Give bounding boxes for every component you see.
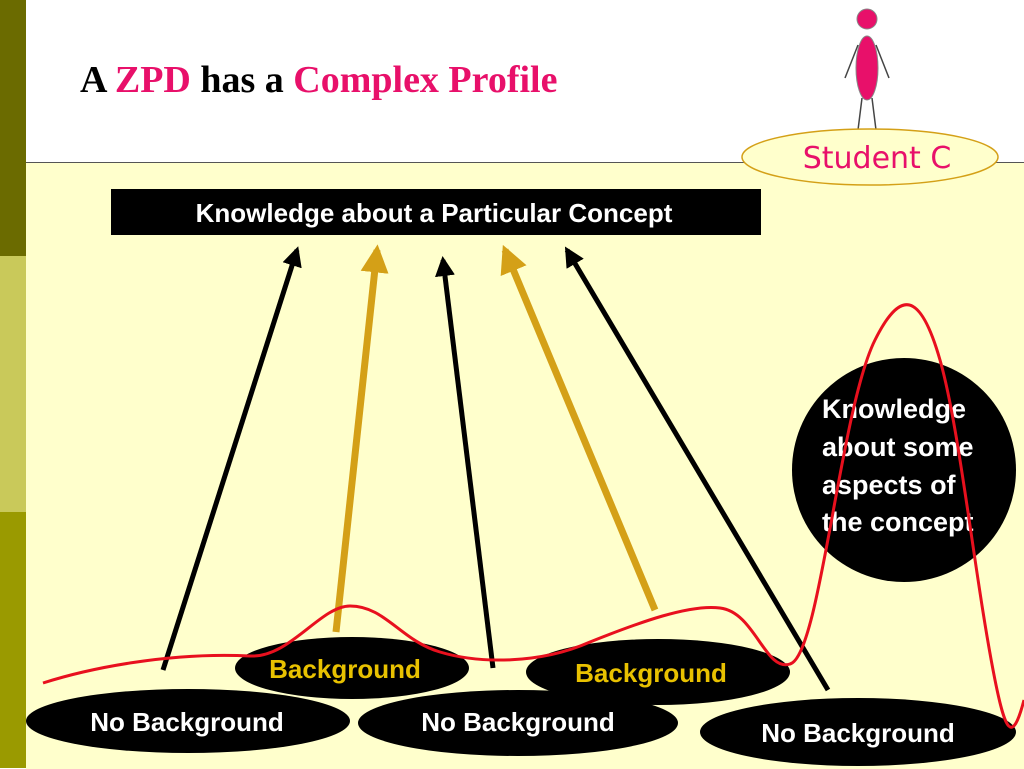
no-background-label-1: No Background <box>90 707 284 737</box>
sidebar-decoration-top <box>0 0 26 256</box>
no-background-label-2: No Background <box>421 707 615 737</box>
arrow-no-background-3 <box>564 246 831 692</box>
concept-box <box>111 189 761 235</box>
background-ellipse-2 <box>526 639 790 705</box>
aspects-line-3: aspects of <box>822 470 957 500</box>
student-figure <box>844 8 890 139</box>
student-label-oval <box>741 128 999 186</box>
title-part-a: A <box>80 59 106 101</box>
title-part-has-a: has a <box>200 59 284 101</box>
aspects-line-4: the concept <box>822 507 974 537</box>
background-label-2: Background <box>575 658 727 688</box>
no-background-ellipse-1 <box>26 689 350 753</box>
sidebar-decoration-bottom <box>0 512 26 768</box>
title-part-zpd: ZPD <box>114 59 191 101</box>
arrow-no-background-1 <box>160 246 302 671</box>
aspects-line-1: Knowledge <box>822 394 966 424</box>
arrow-background-1 <box>332 244 389 633</box>
no-background-ellipse-2 <box>358 690 678 756</box>
arrow-no-background-2 <box>435 256 496 669</box>
sidebar-decoration-middle <box>0 256 26 512</box>
zpd-profile-curve <box>42 303 1024 729</box>
student-arm-left <box>844 44 859 79</box>
title-part-complex-profile: Complex Profile <box>293 59 558 101</box>
slide-title: A ZPD has a Complex Profile <box>80 58 557 102</box>
student-head <box>856 8 878 30</box>
arrow-background-2 <box>500 244 659 612</box>
no-background-ellipse-3 <box>700 698 1016 766</box>
background-label-1: Background <box>269 654 421 684</box>
student-arm-right <box>875 44 890 79</box>
student-body <box>855 35 879 101</box>
no-background-label-3: No Background <box>761 718 955 748</box>
student-label: Student C <box>803 141 952 176</box>
aspects-circle <box>792 358 1016 582</box>
concept-box-label: Knowledge about a Particular Concept <box>196 198 673 228</box>
background-ellipse-1 <box>235 637 469 699</box>
